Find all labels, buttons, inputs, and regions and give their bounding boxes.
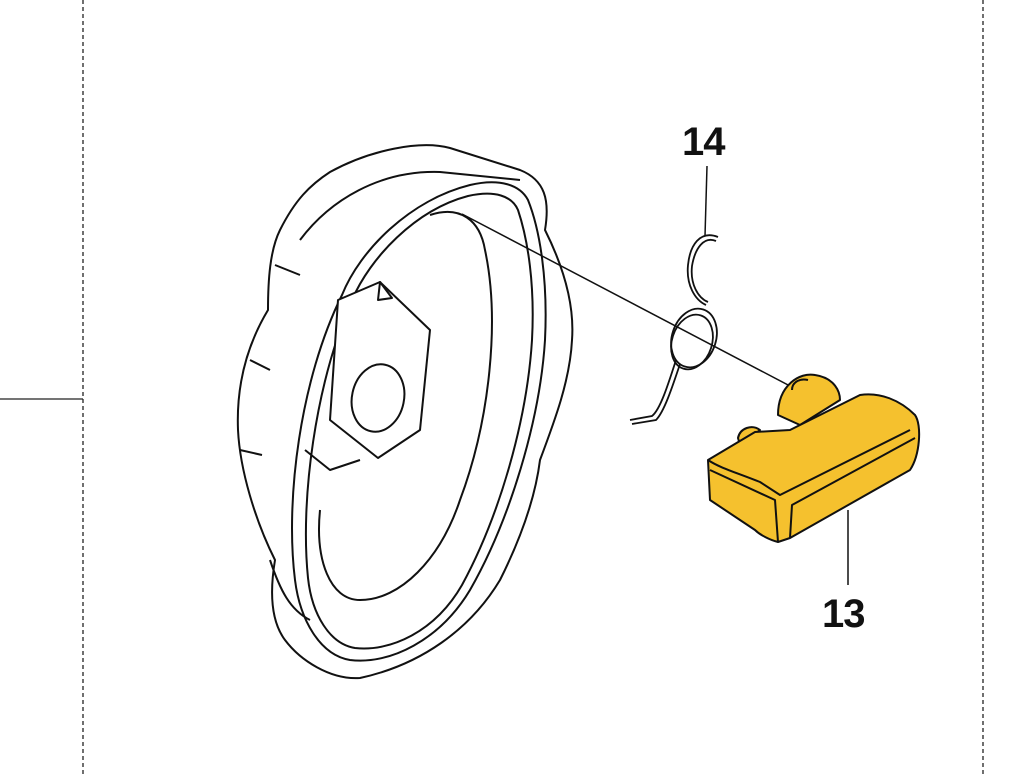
spring-part	[629, 234, 719, 425]
assembly-line	[461, 213, 791, 387]
callout-14: 14	[682, 120, 725, 164]
callout-13: 13	[822, 592, 865, 636]
knob-part	[707, 373, 921, 543]
housing-part	[236, 144, 574, 680]
leader-14	[704, 165, 708, 237]
